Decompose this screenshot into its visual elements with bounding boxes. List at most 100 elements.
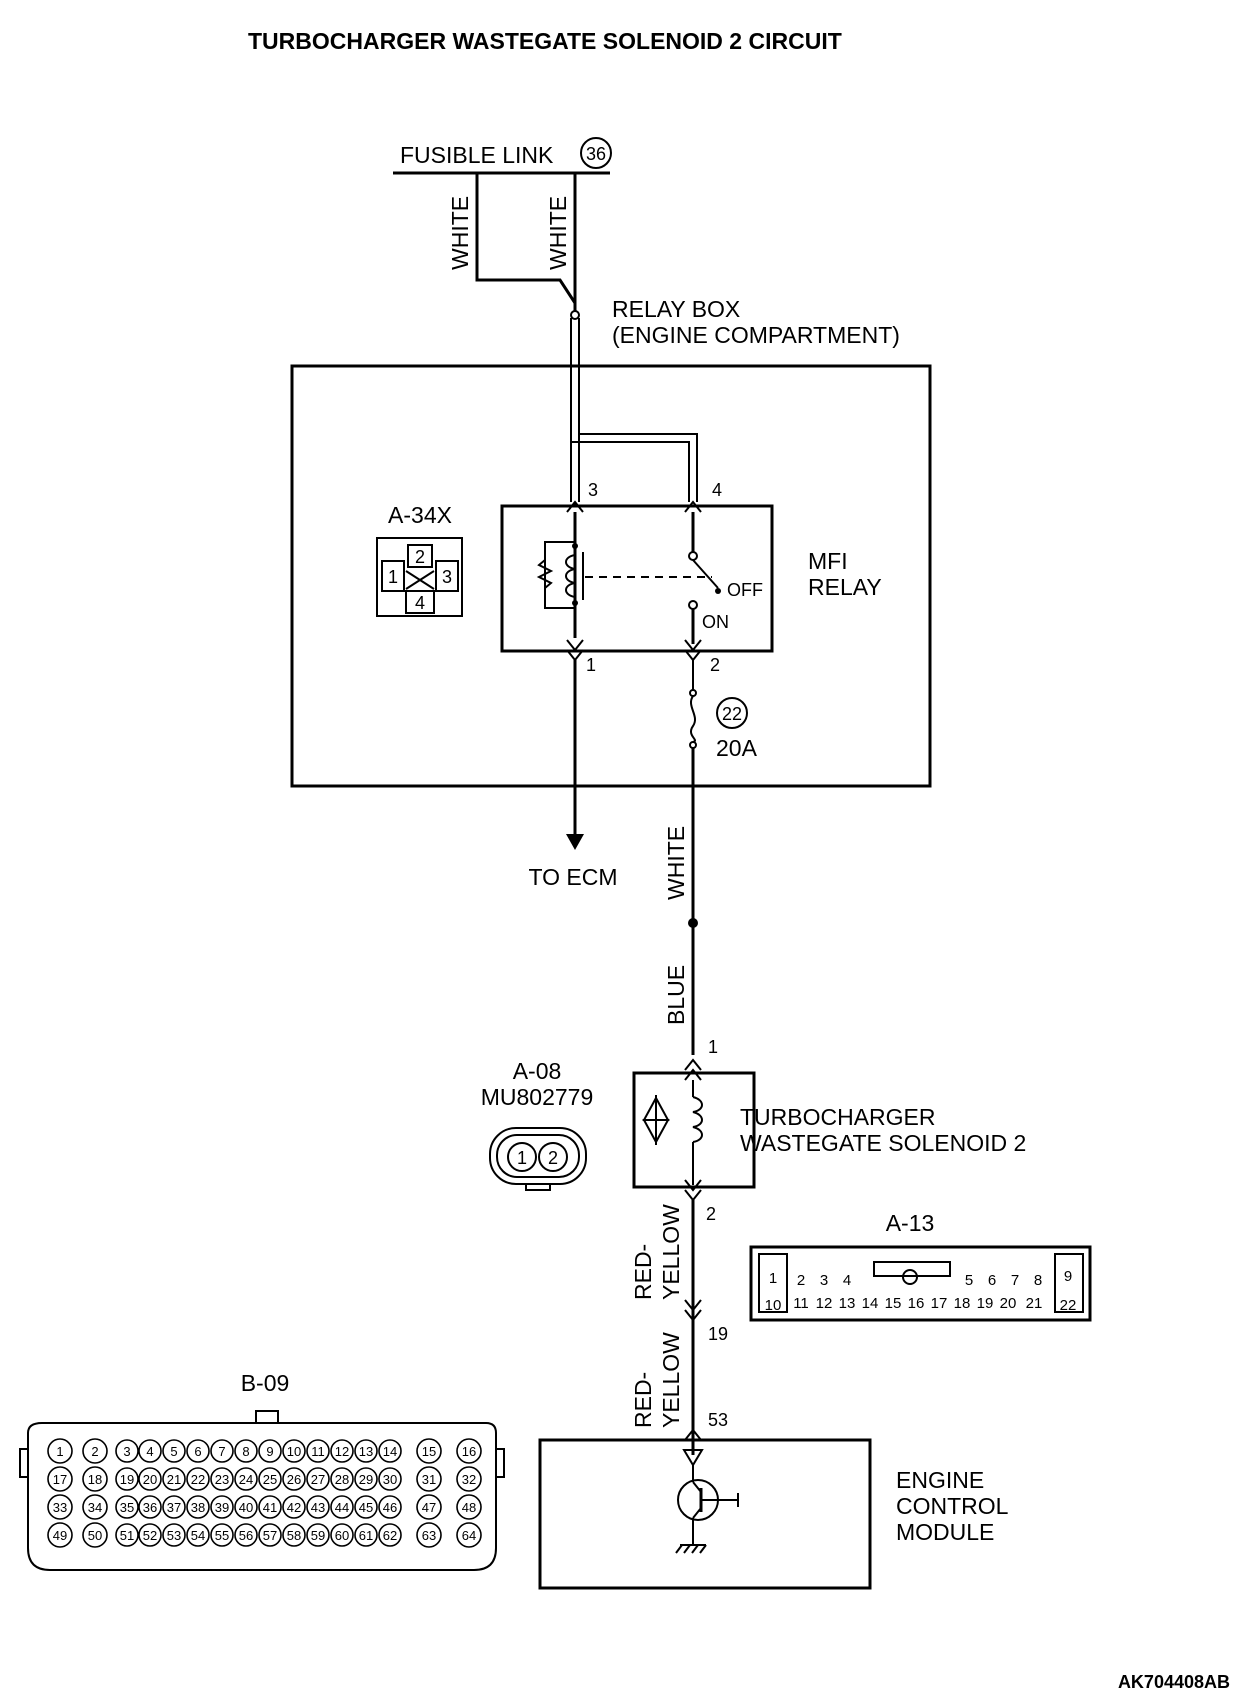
ecm-connector-pin	[282, 1439, 306, 1463]
a13-pin: 2	[797, 1272, 805, 1289]
solenoid-body	[632, 1071, 756, 1189]
coil-dot-bottom	[572, 600, 578, 606]
ecm-connector-pin-label: 40	[239, 1500, 253, 1515]
ecm-connector-pin-label: 11	[311, 1444, 325, 1459]
fuse-number-circle	[716, 697, 748, 729]
switch-pivot	[688, 551, 698, 561]
relay-pin3-label: 3	[442, 567, 452, 587]
relay-coil	[565, 554, 576, 598]
relay-pin4-box	[405, 590, 435, 614]
ecm-connector-pin	[330, 1439, 354, 1463]
ecm-input-arrow	[682, 1449, 704, 1467]
ecm-connector-pin-label: 10	[287, 1444, 301, 1459]
ecm-connector-pin	[210, 1439, 234, 1463]
ecm-connector-pin	[354, 1467, 378, 1491]
a13-pin: 6	[988, 1272, 996, 1289]
ecm-connector-pin-label: 42	[287, 1500, 301, 1515]
ecm-connector-pin	[47, 1438, 73, 1464]
ecm-connector-pin-label: 15	[422, 1444, 436, 1459]
ecm-connector-pin	[82, 1438, 108, 1464]
ecm-connector-pin	[234, 1467, 258, 1491]
a13-pin: 21	[1026, 1295, 1043, 1312]
a13-pin: 18	[954, 1295, 971, 1312]
solenoid-connector-body	[489, 1127, 587, 1185]
relay-key-cross	[405, 570, 435, 590]
ecm-connector-pin	[416, 1466, 442, 1492]
ecm-connector-pin	[210, 1523, 234, 1547]
ecm-connector-id: B-09	[241, 1370, 290, 1396]
ecm-connector-pin-label: 2	[91, 1444, 98, 1459]
relay-pin4-label: 4	[415, 593, 425, 613]
solenoid-connector-inner	[496, 1134, 580, 1178]
fusible-link-number: 36	[586, 144, 606, 164]
relay-terminal-3: 3	[588, 480, 598, 500]
a13-pin: 7	[1011, 1272, 1019, 1289]
ecm-connector-pin-label: 58	[287, 1528, 301, 1543]
ecm-connector-pin-label: 31	[422, 1472, 436, 1487]
ecm-connector-pin-label: 36	[143, 1500, 157, 1515]
ecm-connector-pin-label: 46	[383, 1500, 397, 1515]
relay-pin2-box	[407, 544, 433, 568]
wire-color-white-left: WHITE	[447, 196, 473, 270]
solenoid-label-line1: TURBOCHARGER	[740, 1104, 936, 1130]
ecm-label-line1: ENGINE	[896, 1467, 984, 1493]
ecm-connector-pin-label: 22	[191, 1472, 205, 1487]
intermediate-chevron-b	[684, 1309, 702, 1322]
fuse-terminal-bottom	[689, 741, 697, 749]
ecm-connector-pin-label: 9	[266, 1444, 273, 1459]
ecm-connector-pin	[456, 1466, 482, 1492]
ecm-connector-pin	[378, 1495, 402, 1519]
wire-color-blue: BLUE	[663, 965, 689, 1025]
ecm-connector-pin	[282, 1495, 306, 1519]
solenoid-chevron-1a	[684, 1058, 702, 1071]
ecm-connector-pin-label: 19	[120, 1472, 134, 1487]
a13-pin: 9	[1064, 1268, 1072, 1285]
intermediate-pin: 19	[708, 1324, 728, 1344]
ecm-connector-pin	[162, 1439, 186, 1463]
fusible-link-number-circle	[580, 137, 612, 169]
ecm-connector-pin	[47, 1466, 73, 1492]
relay-terminal-4: 4	[712, 480, 722, 500]
ecm-connector-pin	[234, 1495, 258, 1519]
ecm-connector-pin-label: 50	[88, 1528, 102, 1543]
solenoid-connector-part: MU802779	[481, 1084, 594, 1110]
relay-connector-id: A-34X	[388, 502, 452, 528]
ecm-connector-pin	[306, 1495, 330, 1519]
mfi-relay-body	[500, 504, 774, 653]
wire-white-left	[475, 173, 577, 315]
solenoid-chevron-2a	[684, 1179, 702, 1192]
ecm-connector-pin	[115, 1495, 139, 1519]
relay-pin1-box	[381, 560, 405, 592]
coil-resistor-loop	[544, 541, 575, 609]
ecm-connector-pin	[354, 1495, 378, 1519]
a13-pin: 8	[1034, 1272, 1042, 1289]
ecm-connector-pin-label: 18	[88, 1472, 102, 1487]
relay-pin3-box	[435, 560, 459, 592]
feed-branch-outer	[571, 441, 690, 502]
ecm-connector-pin-label: 30	[383, 1472, 397, 1487]
ecm-connector-pin-label: 64	[462, 1528, 476, 1543]
ecm-connector-pin	[354, 1523, 378, 1547]
ecm-connector-pin	[162, 1467, 186, 1491]
to-ecm-label: TO ECM	[528, 864, 617, 890]
switch-off-contact	[715, 588, 721, 594]
ecm-connector-pin	[186, 1467, 210, 1491]
relay-chevron-1a	[566, 639, 584, 652]
ecm-connector-side-right	[495, 1448, 505, 1478]
ground-icon	[675, 1544, 707, 1554]
wire-color-red-yellow-2b: YELLOW	[658, 1332, 684, 1428]
coil-resistor	[536, 559, 554, 589]
solenoid-connector-pin2-label: 2	[548, 1148, 558, 1168]
ecm-connector-pin-label: 32	[462, 1472, 476, 1487]
wire-color-red-yellow-2a: RED-	[630, 1372, 656, 1428]
ecm-connector-body	[27, 1422, 497, 1571]
ecm-connector-pin-label: 21	[167, 1472, 181, 1487]
solenoid-connector-id: A-08	[513, 1058, 562, 1084]
feed-branch-inner	[579, 433, 698, 502]
ecm-connector-pin	[47, 1522, 73, 1548]
a13-pin: 14	[862, 1295, 879, 1312]
relay-box-label-line2: (ENGINE COMPARTMENT)	[612, 322, 900, 348]
solenoid-chevron-1b	[684, 1068, 702, 1081]
ecm-connector-pin-label: 34	[88, 1500, 102, 1515]
